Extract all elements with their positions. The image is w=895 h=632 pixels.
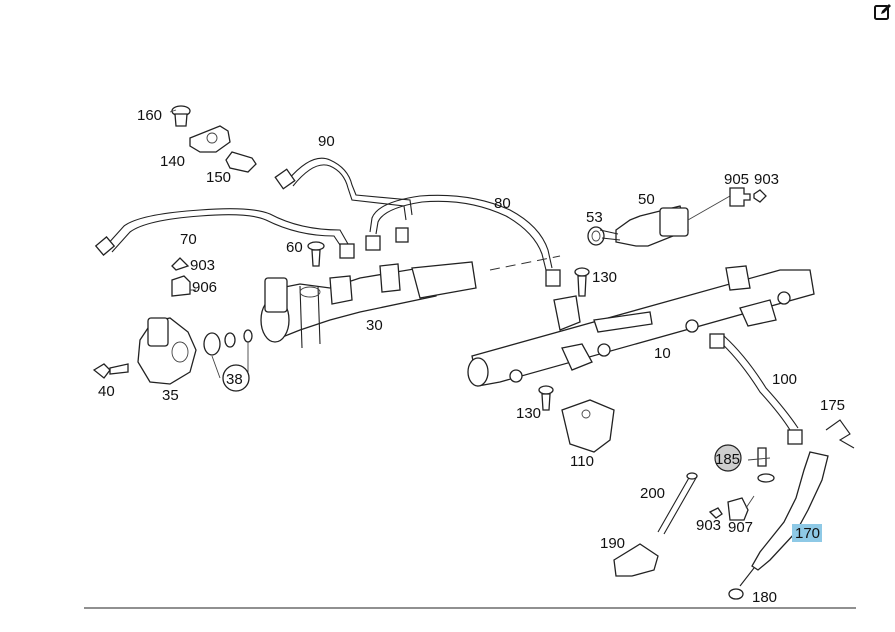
label-35[interactable]: 35 <box>162 387 179 404</box>
part-30-housing[interactable] <box>260 261 477 349</box>
label-100[interactable]: 100 <box>772 371 797 388</box>
part-180-seal[interactable] <box>728 588 744 600</box>
label-60[interactable]: 60 <box>286 239 303 256</box>
label-180[interactable]: 180 <box>752 589 777 606</box>
part-90-pipe[interactable] <box>274 157 413 243</box>
label-185[interactable]: 185 <box>715 451 740 468</box>
part-38-seals[interactable] <box>203 329 253 392</box>
label-50[interactable]: 50 <box>638 191 655 208</box>
label-10[interactable]: 10 <box>654 345 671 362</box>
part-40-bolt[interactable] <box>92 363 129 379</box>
part-100-pipe[interactable] <box>709 333 803 445</box>
label-130-b[interactable]: 130 <box>516 405 541 422</box>
label-903-a[interactable]: 903 <box>754 171 779 188</box>
part-130b-bolt[interactable] <box>538 385 554 411</box>
label-160[interactable]: 160 <box>137 107 162 124</box>
label-70[interactable]: 70 <box>180 231 197 248</box>
label-175[interactable]: 175 <box>820 397 845 414</box>
label-903-b[interactable]: 903 <box>190 257 215 274</box>
label-130-a[interactable]: 130 <box>592 269 617 286</box>
part-130a-bolt[interactable] <box>574 267 590 297</box>
part-200-stud[interactable] <box>657 472 698 535</box>
label-80[interactable]: 80 <box>494 195 511 212</box>
part-903b-pin[interactable] <box>171 257 190 271</box>
label-53[interactable]: 53 <box>586 209 603 226</box>
part-60-bolt[interactable] <box>307 241 325 267</box>
label-906[interactable]: 906 <box>192 279 217 296</box>
label-38[interactable]: 38 <box>226 371 243 388</box>
part-170-injector[interactable] <box>739 451 829 587</box>
label-110[interactable]: 110 <box>570 453 594 470</box>
part-150-sleeve[interactable] <box>225 151 257 173</box>
label-140[interactable]: 140 <box>160 153 185 170</box>
part-140-bracket[interactable] <box>189 125 231 153</box>
part-110-clamp[interactable] <box>561 399 615 453</box>
label-907[interactable]: 907 <box>728 519 753 536</box>
part-190-bracket[interactable] <box>613 543 659 577</box>
label-90[interactable]: 90 <box>318 133 335 150</box>
part-903c-pin[interactable] <box>708 507 723 519</box>
label-150[interactable]: 150 <box>206 169 231 186</box>
part-70-pipe[interactable] <box>94 208 355 259</box>
part-906-connector[interactable] <box>171 275 191 297</box>
part-35-pump[interactable] <box>137 317 197 385</box>
part-905-connector[interactable] <box>729 187 751 207</box>
part-53-seal[interactable] <box>587 226 605 246</box>
part-175-clip[interactable] <box>825 419 855 449</box>
edit-icon[interactable] <box>874 3 892 21</box>
label-905[interactable]: 905 <box>724 171 749 188</box>
label-170[interactable]: 170 <box>795 525 820 542</box>
part-80-pipe[interactable] <box>365 194 561 287</box>
label-200[interactable]: 200 <box>640 485 665 502</box>
label-30[interactable]: 30 <box>366 317 383 334</box>
label-903-c[interactable]: 903 <box>696 517 721 534</box>
part-907-connector[interactable] <box>727 497 749 521</box>
part-903a-pin[interactable] <box>753 189 767 203</box>
part-50-sensor[interactable] <box>599 205 689 247</box>
part-10-rail[interactable] <box>467 265 815 387</box>
part-185-bolt[interactable] <box>714 444 775 483</box>
part-160-screw[interactable] <box>171 105 191 127</box>
label-190[interactable]: 190 <box>600 535 625 552</box>
label-40[interactable]: 40 <box>98 383 115 400</box>
